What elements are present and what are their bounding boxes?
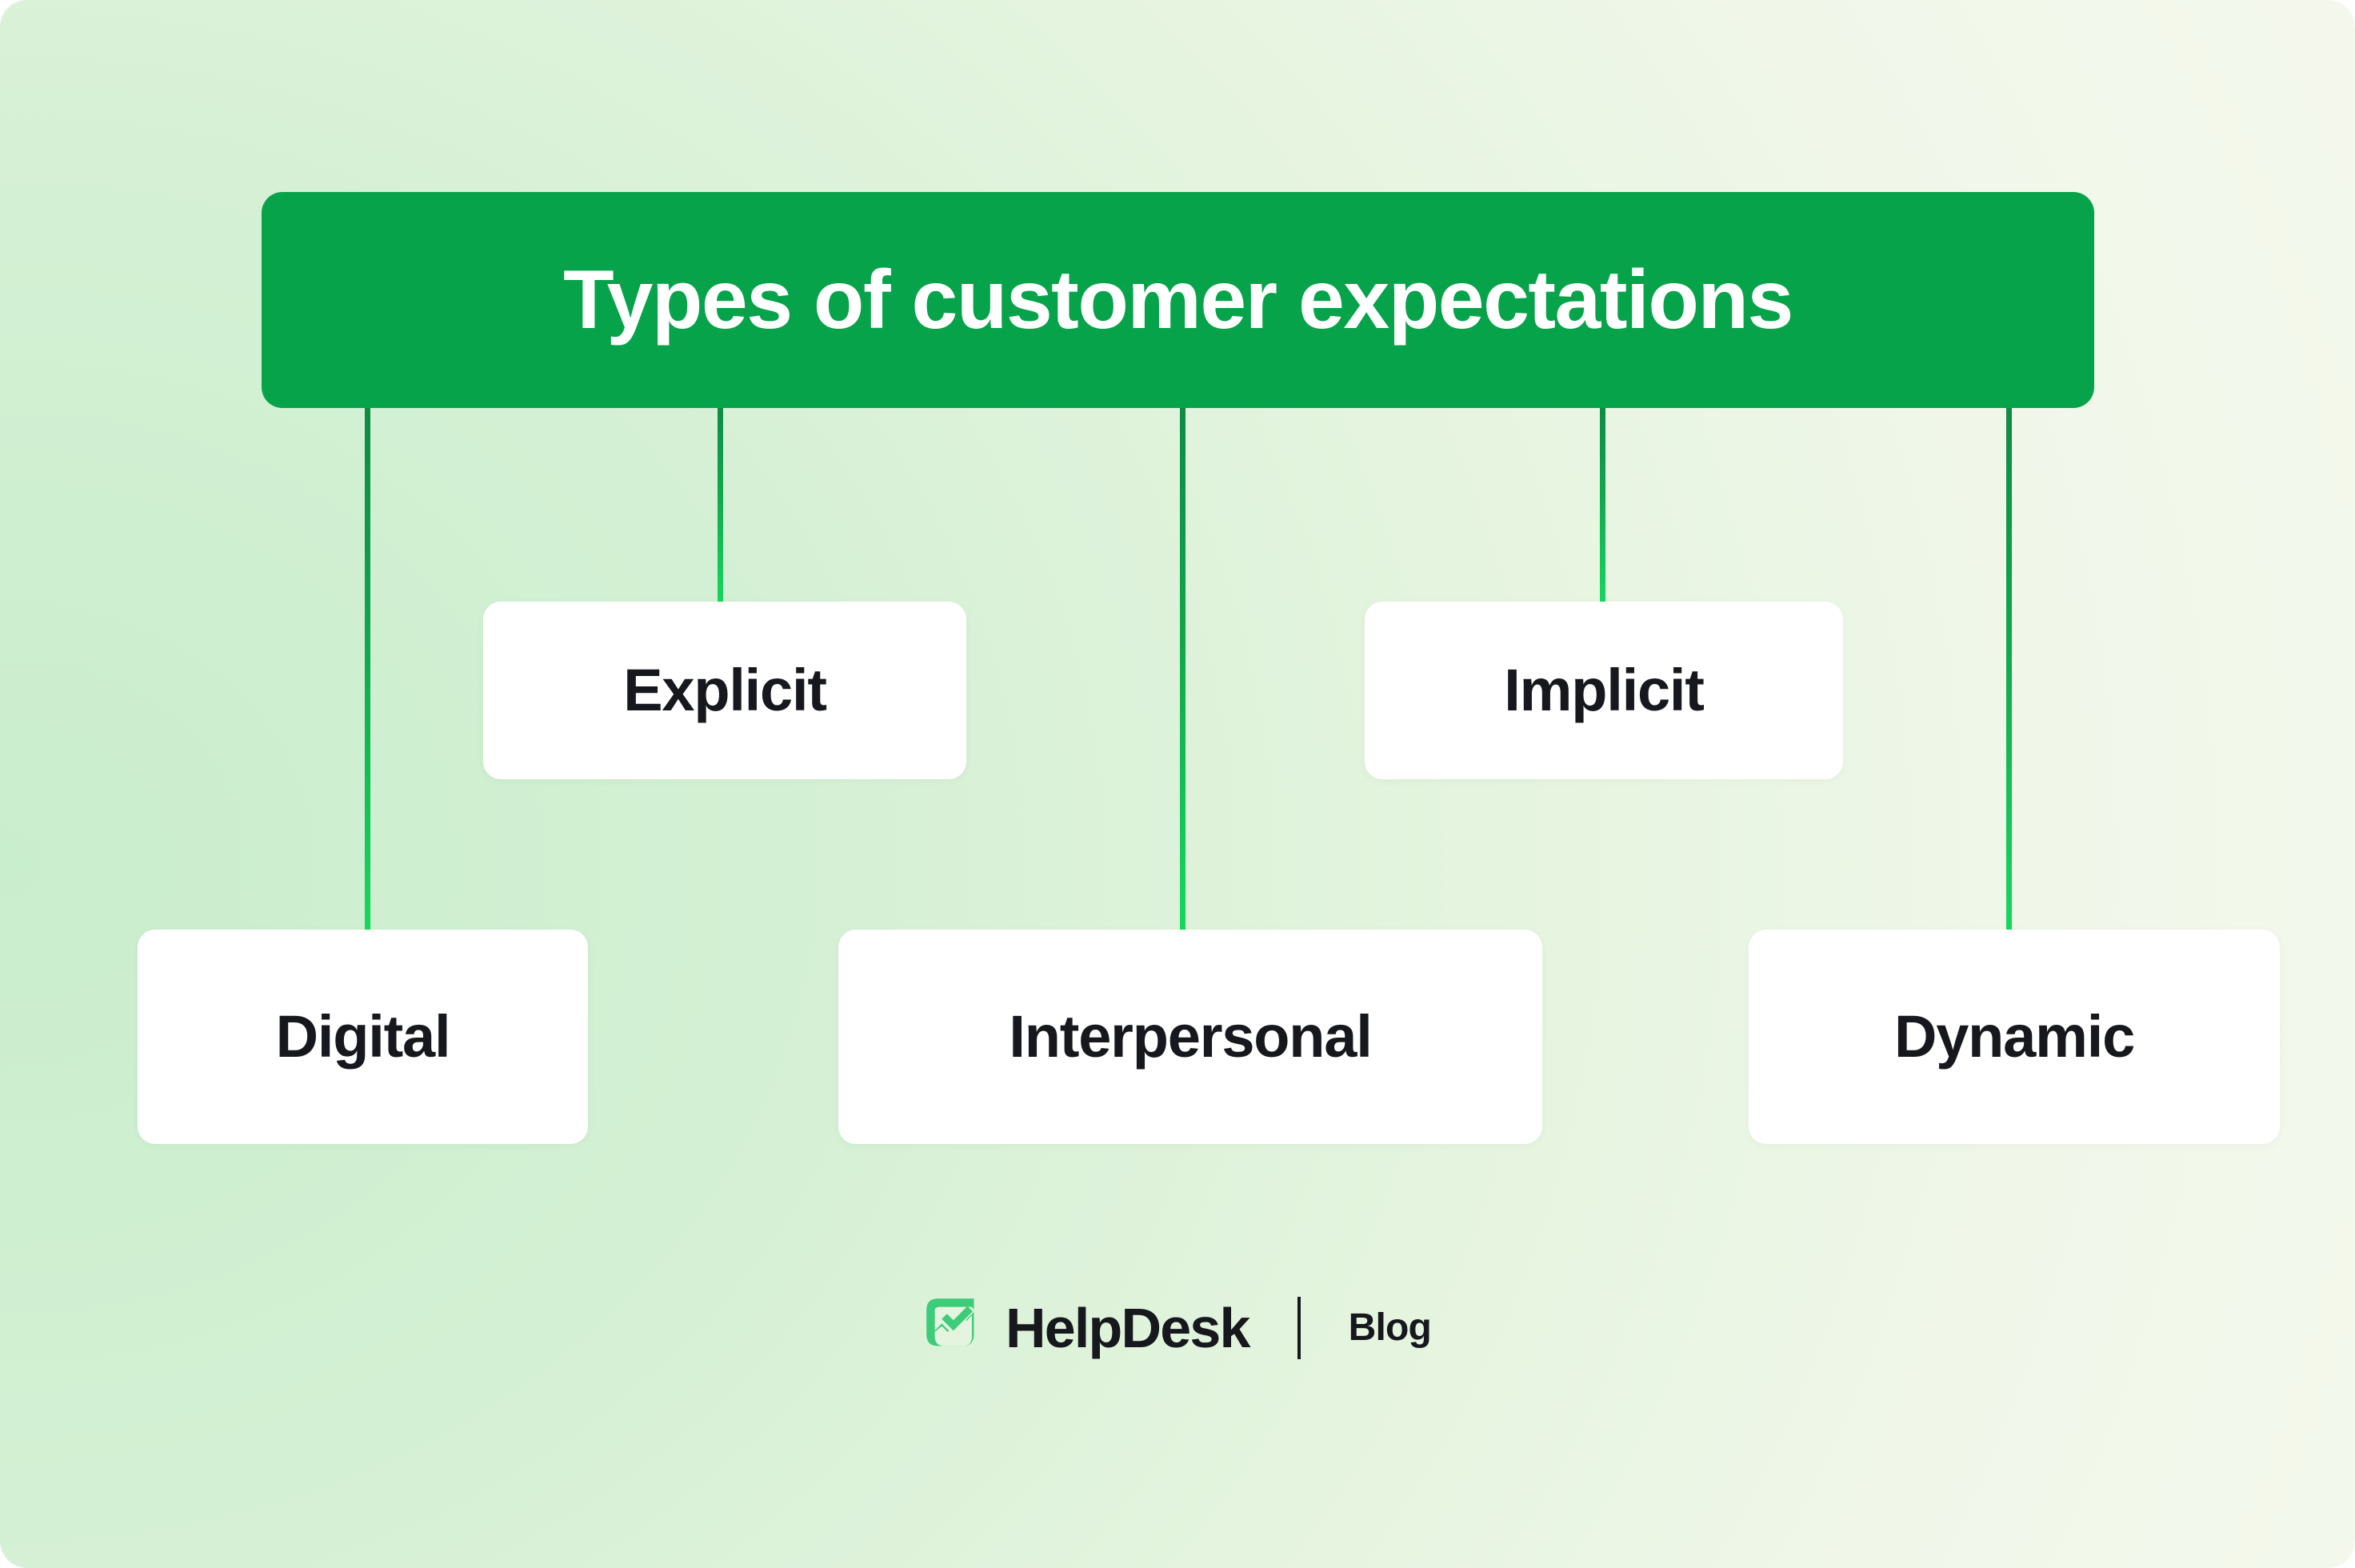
diagram-title: Types of customer expectations	[563, 254, 1793, 346]
brand-section-label: Blog	[1348, 1306, 1432, 1349]
node-label-dynamic: Dynamic	[1893, 1003, 2135, 1070]
brand-name: HelpDesk	[1005, 1297, 1250, 1359]
node-label-implicit: Implicit	[1504, 657, 1705, 723]
node-label-explicit: Explicit	[623, 657, 827, 723]
node-card-digital: Digital	[138, 930, 588, 1144]
node-card-explicit: Explicit	[483, 602, 966, 779]
connector-line-explicit	[718, 400, 723, 606]
node-card-interpersonal: Interpersonal	[838, 930, 1542, 1144]
node-card-dynamic: Dynamic	[1749, 930, 2280, 1144]
connector-line-interpersonal	[1180, 400, 1185, 932]
root-node: Types of customer expectations	[262, 192, 2094, 408]
node-label-interpersonal: Interpersonal	[1009, 1003, 1372, 1070]
connector-line-implicit	[1600, 400, 1605, 606]
brand-divider	[1297, 1297, 1301, 1359]
helpdesk-checkmark-icon	[926, 1298, 974, 1346]
node-label-digital: Digital	[275, 1003, 451, 1070]
connector-line-dynamic	[2006, 400, 2012, 932]
brand-lockup: HelpDesk Blog	[0, 1296, 2355, 1360]
connector-line-digital	[365, 400, 370, 932]
node-card-implicit: Implicit	[1365, 602, 1843, 779]
